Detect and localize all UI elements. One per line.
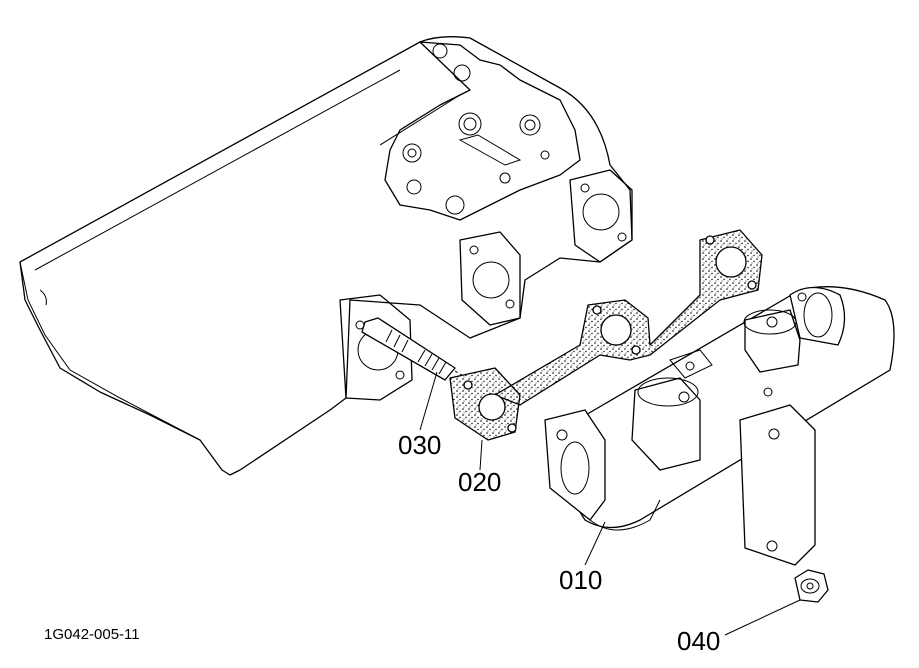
- callout-010: 010: [559, 565, 602, 595]
- leader-lines: [419, 371, 801, 636]
- drawing-code: 1G042-005-11: [44, 626, 140, 643]
- manifold-gasket-part: [449, 229, 763, 441]
- exhaust-manifold-part: [544, 286, 895, 566]
- callout-030: 030: [398, 430, 441, 460]
- cylinder-head: [19, 36, 633, 476]
- callout-040: 040: [677, 626, 720, 656]
- callout-020: 020: [458, 467, 501, 497]
- flange-nut-part: [794, 569, 829, 603]
- head-bolt-holes: [402, 43, 550, 215]
- head-port-flange-2: [459, 231, 521, 326]
- head-port-flange-1: [569, 169, 633, 263]
